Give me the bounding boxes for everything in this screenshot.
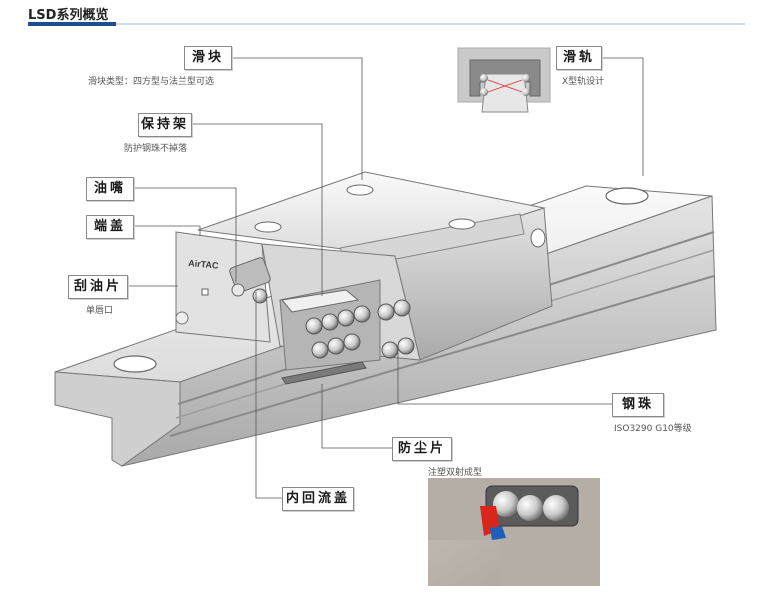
note-retainer: 防护钢珠不掉落: [124, 144, 188, 154]
block-hole-2: [254, 221, 282, 233]
steel-ball: [381, 341, 399, 359]
grease-nipple-body: [229, 257, 271, 293]
steel-ball: [353, 305, 371, 323]
callout-dust-seal: 防尘片: [392, 437, 452, 461]
steel-ball: [311, 341, 329, 359]
retainer-plate: [281, 289, 360, 313]
callout-steel-ball-label: 钢珠: [621, 397, 654, 412]
note-slider: 滑块类型：四方型与法兰型可选: [88, 77, 215, 87]
steel-ball: [397, 337, 415, 355]
seal-inset-ball: [543, 495, 569, 521]
steel-ball: [321, 313, 339, 331]
brand-mark: AirTAC: [188, 258, 220, 271]
seal-inset-ball: [517, 495, 543, 521]
leader-grease-nipple: [132, 187, 237, 282]
leader-dust-seal: [321, 384, 392, 449]
end-seal-screw: [530, 228, 546, 248]
inset-rail-profile: [481, 73, 529, 113]
callout-steel-ball: 钢珠: [612, 393, 664, 417]
callout-retainer-label: 保持架: [140, 117, 189, 132]
callout-slider: 滑块: [184, 46, 232, 70]
callout-grease-nipple-label: 油嘴: [93, 181, 126, 196]
block-hole-1: [346, 184, 374, 196]
inset-ball: [480, 74, 488, 82]
rail-end-face: [54, 371, 181, 467]
leader-return-cap: [255, 292, 282, 499]
steel-ball: [305, 317, 323, 335]
leader-lines: [128, 57, 644, 499]
end-cap: [175, 231, 271, 343]
inset-ball: [480, 88, 488, 96]
inset-ball: [522, 88, 530, 96]
header-rule: [28, 23, 745, 25]
return-cap-strip: [281, 361, 367, 385]
steel-ball: [377, 303, 395, 321]
note-rail: X型轨设计: [562, 77, 605, 87]
callout-end-cap: 端盖: [86, 215, 134, 239]
rail-profile-inset: [457, 47, 551, 113]
scraper-screw: [175, 311, 189, 325]
grease-nipple-tip: [231, 283, 245, 297]
seal-blue-lip: [490, 526, 506, 540]
callout-scraper-label: 刮油片: [73, 279, 122, 294]
callout-dust-seal-label: 防尘片: [397, 441, 446, 456]
steel-ball: [252, 288, 268, 304]
header-accent-bar: [28, 22, 116, 26]
leader-end-cap: [132, 225, 201, 236]
callout-return-cap: 内回流盖: [282, 487, 354, 511]
leader-retainer: [190, 123, 323, 296]
steel-ball: [337, 309, 355, 327]
callout-return-cap-label: 内回流盖: [285, 491, 350, 506]
steel-ball: [393, 299, 411, 317]
callout-end-cap-label: 端盖: [93, 219, 126, 234]
block-hole-3: [448, 218, 476, 230]
note-dust-seal: 注塑双射成型: [428, 468, 483, 478]
note-scraper: 单唇口: [86, 306, 114, 316]
steel-ball: [327, 337, 345, 355]
leader-rail: [600, 57, 644, 176]
callout-slider-label: 滑块: [191, 50, 224, 65]
seal-inset-ball: [493, 491, 519, 517]
inset-ball: [522, 74, 530, 82]
callout-grease-nipple: 油嘴: [86, 177, 134, 201]
inset-contact-line: [487, 79, 523, 93]
callout-scraper: 刮油片: [68, 275, 128, 299]
note-steel-ball: ISO3290 G10等级: [614, 424, 692, 434]
rail-mount-hole-back: [605, 187, 649, 205]
callout-rail: 滑轨: [556, 46, 602, 70]
dust-seal-inset: [428, 478, 600, 586]
rail-mount-hole-front: [113, 355, 157, 373]
callout-retainer: 保持架: [138, 113, 192, 137]
leader-steel-ball: [397, 346, 612, 405]
rail-groove-3: [169, 275, 715, 437]
ball-rows: [252, 288, 415, 359]
scraper-slot: [201, 288, 209, 296]
leader-slider: [232, 57, 363, 180]
page-title: LSD系列概览: [28, 8, 109, 23]
callout-rail-label: 滑轨: [562, 50, 595, 65]
steel-ball: [343, 333, 361, 351]
